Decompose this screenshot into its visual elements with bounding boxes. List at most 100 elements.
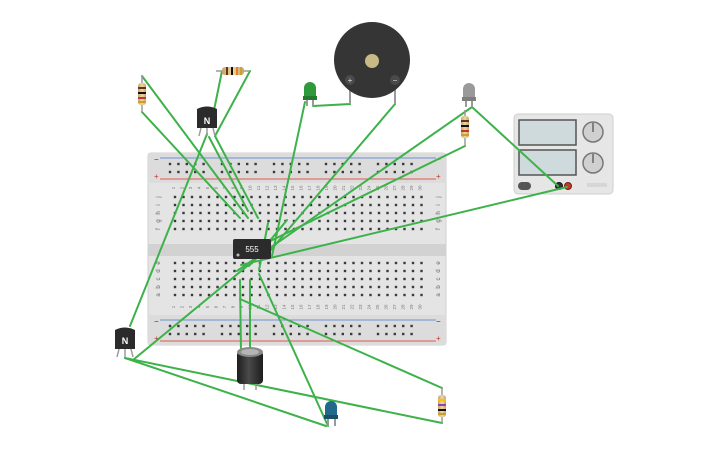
rail-hole[interactable] — [376, 324, 380, 328]
breadboard-hole[interactable] — [352, 211, 355, 215]
breadboard-hole[interactable] — [411, 277, 415, 281]
rail-hole[interactable] — [246, 324, 249, 328]
breadboard-hole[interactable] — [403, 269, 406, 273]
breadboard-hole[interactable] — [420, 195, 423, 199]
rail-hole[interactable] — [254, 324, 257, 328]
rail-hole[interactable] — [185, 332, 188, 336]
breadboard-hole[interactable] — [216, 227, 219, 231]
rail-hole[interactable] — [177, 170, 180, 174]
breadboard-hole[interactable] — [182, 269, 185, 273]
breadboard-hole[interactable] — [258, 277, 262, 281]
rail-hole[interactable] — [185, 162, 188, 166]
rail-hole[interactable] — [402, 162, 405, 166]
rail-hole[interactable] — [220, 162, 224, 166]
breadboard-hole[interactable] — [199, 203, 202, 207]
breadboard-hole[interactable] — [309, 269, 313, 273]
breadboard-hole[interactable] — [258, 211, 262, 215]
breadboard-hole[interactable] — [301, 227, 304, 231]
breadboard-hole[interactable] — [275, 293, 279, 297]
rail-hole[interactable] — [350, 170, 353, 174]
wire-15[interactable] — [240, 186, 568, 266]
wire-18[interactable] — [258, 273, 329, 427]
rail-hole[interactable] — [220, 324, 224, 328]
rail-hole[interactable] — [410, 162, 413, 166]
rail-hole[interactable] — [246, 162, 249, 166]
breadboard-hole[interactable] — [386, 195, 389, 199]
breadboard-hole[interactable] — [360, 203, 364, 207]
breadboard-hole[interactable] — [224, 269, 228, 273]
breadboard-hole[interactable] — [190, 261, 194, 265]
electrolytic-capacitor[interactable] — [237, 347, 263, 390]
breadboard-hole[interactable] — [343, 227, 347, 231]
breadboard-hole[interactable] — [199, 211, 202, 215]
breadboard-hole[interactable] — [224, 261, 228, 265]
breadboard-hole[interactable] — [403, 261, 406, 265]
breadboard-hole[interactable] — [284, 277, 287, 281]
breadboard-hole[interactable] — [216, 203, 219, 207]
wire-10[interactable] — [269, 103, 396, 252]
breadboard-hole[interactable] — [343, 277, 347, 281]
rail-hole[interactable] — [402, 324, 405, 328]
breadboard-hole[interactable] — [343, 211, 347, 215]
rail-hole[interactable] — [385, 162, 388, 166]
breadboard-hole[interactable] — [250, 211, 253, 215]
breadboard-hole[interactable] — [267, 285, 270, 289]
breadboard-hole[interactable] — [360, 293, 364, 297]
breadboard-hole[interactable] — [326, 293, 330, 297]
breadboard-hole[interactable] — [275, 261, 279, 265]
rail-hole[interactable] — [324, 332, 328, 336]
rail-hole[interactable] — [393, 162, 396, 166]
wire-14[interactable] — [253, 145, 466, 250]
breadboard-hole[interactable] — [343, 261, 347, 265]
breadboard-hole[interactable] — [216, 277, 219, 281]
breadboard-hole[interactable] — [216, 261, 219, 265]
breadboard-hole[interactable] — [394, 277, 398, 281]
wire-24[interactable] — [124, 357, 327, 427]
breadboard-hole[interactable] — [199, 219, 202, 223]
rail-hole[interactable] — [272, 332, 276, 336]
rail-hole[interactable] — [333, 170, 336, 174]
breadboard-hole[interactable] — [360, 285, 364, 289]
breadboard-hole[interactable] — [377, 195, 381, 199]
breadboard-hole[interactable] — [352, 227, 355, 231]
breadboard-hole[interactable] — [411, 195, 415, 199]
breadboard-hole[interactable] — [318, 227, 321, 231]
breadboard-hole[interactable] — [199, 285, 202, 289]
breadboard-hole[interactable] — [343, 195, 347, 199]
breadboard-hole[interactable] — [233, 269, 236, 273]
breadboard-hole[interactable] — [173, 293, 177, 297]
rail-hole[interactable] — [272, 162, 276, 166]
breadboard-hole[interactable] — [173, 203, 177, 207]
rail-hole[interactable] — [237, 162, 240, 166]
rail-hole[interactable] — [168, 170, 172, 174]
breadboard-hole[interactable] — [182, 211, 185, 215]
breadboard-hole[interactable] — [309, 203, 313, 207]
breadboard-hole[interactable] — [369, 219, 372, 223]
breadboard-hole[interactable] — [301, 219, 304, 223]
breadboard-hole[interactable] — [301, 195, 304, 199]
breadboard-hole[interactable] — [267, 261, 270, 265]
breadboard-hole[interactable] — [420, 277, 423, 281]
rail-hole[interactable] — [306, 162, 309, 166]
breadboard-hole[interactable] — [258, 203, 262, 207]
breadboard-hole[interactable] — [360, 227, 364, 231]
breadboard-hole[interactable] — [207, 261, 211, 265]
rail-hole[interactable] — [410, 324, 413, 328]
breadboard-hole[interactable] — [224, 227, 228, 231]
breadboard-hole[interactable] — [224, 211, 228, 215]
rail-hole[interactable] — [376, 162, 380, 166]
breadboard-hole[interactable] — [335, 277, 338, 281]
piezo-buzzer[interactable]: + − — [334, 22, 410, 104]
breadboard-hole[interactable] — [369, 293, 372, 297]
breadboard-hole[interactable] — [258, 195, 262, 199]
breadboard-hole[interactable] — [352, 261, 355, 265]
rail-hole[interactable] — [393, 332, 396, 336]
breadboard-hole[interactable] — [258, 293, 262, 297]
power-supply[interactable] — [513, 113, 614, 195]
breadboard-hole[interactable] — [377, 203, 381, 207]
breadboard-hole[interactable] — [258, 285, 262, 289]
breadboard-hole[interactable] — [318, 277, 321, 281]
breadboard-hole[interactable] — [241, 219, 245, 223]
breadboard-hole[interactable] — [233, 227, 236, 231]
breadboard-hole[interactable] — [233, 261, 236, 265]
